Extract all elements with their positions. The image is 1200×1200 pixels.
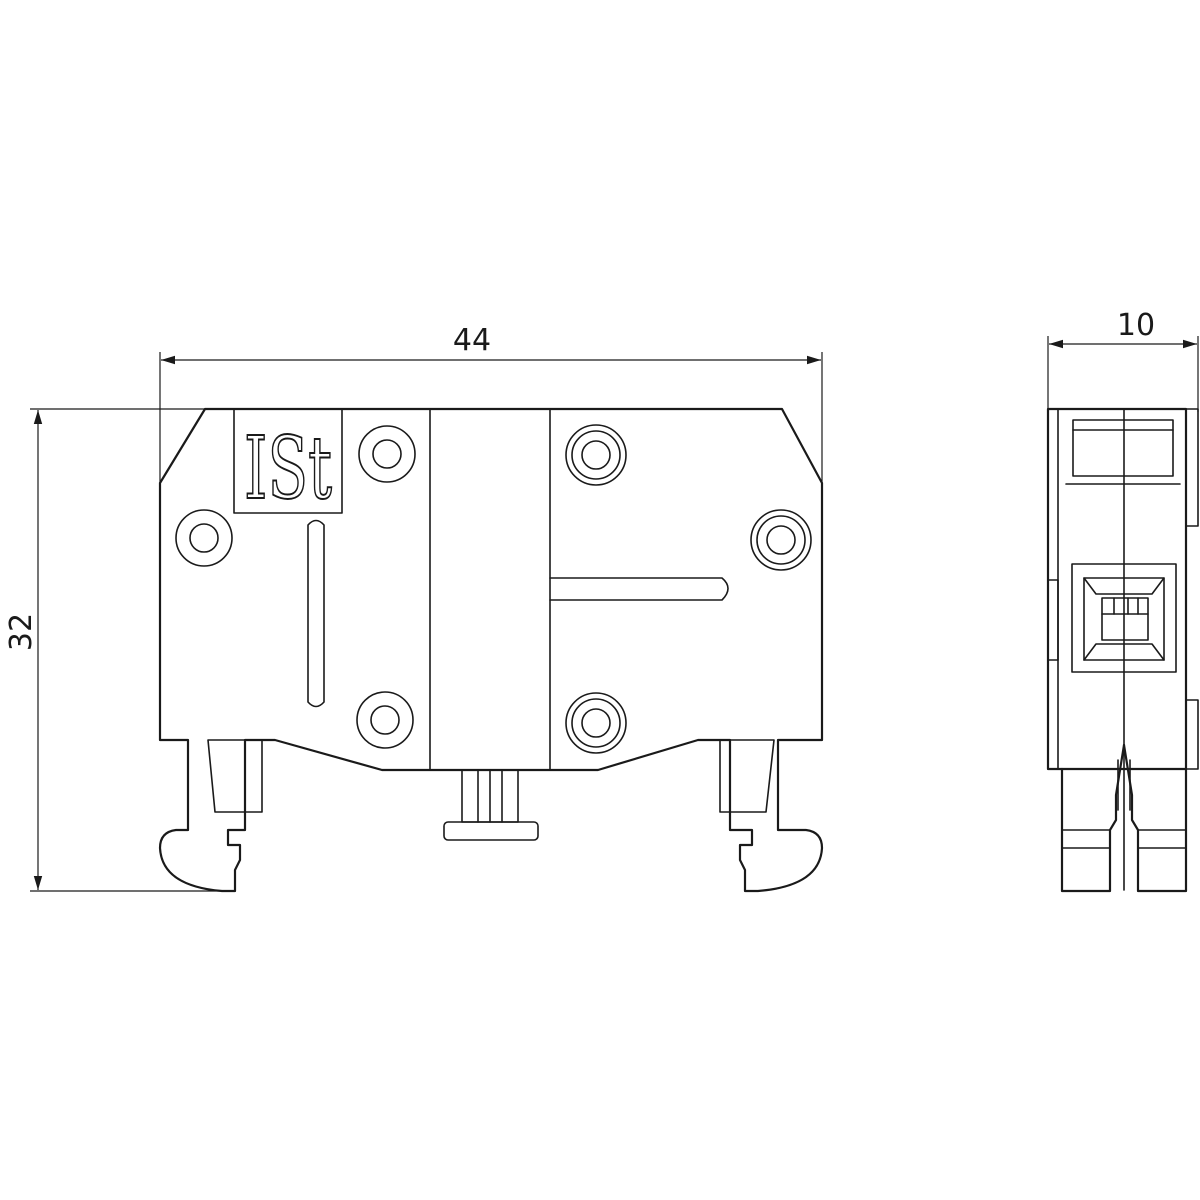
side-left-foot xyxy=(1060,743,1126,893)
screw-hole-icon xyxy=(565,692,627,754)
side-left-rib xyxy=(1047,579,1059,661)
left-foot-window xyxy=(207,739,263,813)
width-dimension: 44 xyxy=(159,323,823,492)
thickness-dimension-label: 10 xyxy=(1117,308,1155,343)
side-clamp-screw xyxy=(1101,597,1149,641)
side-right-foot xyxy=(1122,743,1188,893)
bottom-plug xyxy=(443,769,539,841)
side-view xyxy=(1046,407,1199,893)
width-dimension-label: 44 xyxy=(453,323,491,358)
screw-hole-icon xyxy=(356,691,414,749)
thickness-dimension: 10 xyxy=(1047,308,1199,412)
screw-hole-icon xyxy=(358,425,416,483)
height-dimension-label: 32 xyxy=(4,613,39,651)
right-foot-window xyxy=(719,739,775,813)
side-clamp-window xyxy=(1071,563,1177,673)
screw-hole-icon xyxy=(750,509,812,571)
side-top-window xyxy=(1072,419,1174,477)
housing-outline xyxy=(158,407,824,893)
side-rib-top xyxy=(1185,408,1199,527)
logo-frame xyxy=(233,408,343,514)
vertical-slot xyxy=(307,519,325,708)
side-rib-bottom xyxy=(1185,699,1199,770)
height-dimension: 32 xyxy=(4,408,235,892)
manufacturer-logo-mark: ISt xyxy=(244,419,332,519)
screw-hole-icon xyxy=(175,509,233,567)
screw-hole-icon xyxy=(565,424,627,486)
front-view: ISt xyxy=(158,407,824,893)
horizontal-slot xyxy=(549,577,729,601)
side-body xyxy=(1046,407,1188,771)
